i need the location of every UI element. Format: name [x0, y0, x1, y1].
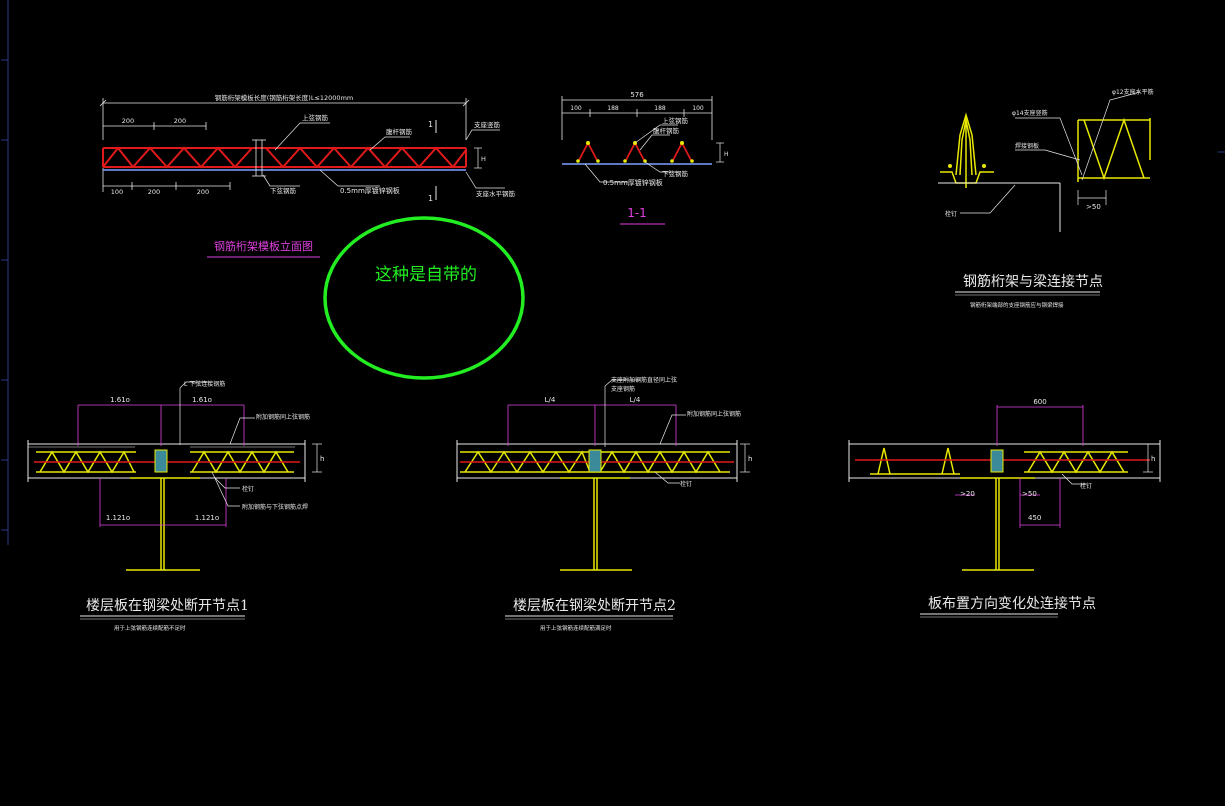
node3-detail: 600 >20 >50 450 栓钉 h 板布置方向变化处连接节点 — [848, 398, 1161, 618]
viewport-left-edge — [1, 0, 9, 545]
section-spacing-3: 188 — [654, 105, 666, 112]
node2-label-rebar: 附加钢筋同上弦钢筋 — [687, 410, 741, 418]
elevation-label-support-vertical: 支座竖筋 — [474, 120, 501, 129]
node2-dim-right: L/4 — [630, 396, 641, 404]
node1-dim-bottom-left: 1.121o — [106, 514, 130, 522]
node3-dim-top: 600 — [1033, 398, 1046, 406]
node1-label-rebar: 附加钢筋同上弦钢筋 — [256, 413, 310, 421]
section-label-lower-chord: 下弦钢筋 — [662, 169, 689, 178]
elevation-spacing-top-1: 200 — [122, 117, 134, 125]
section-spacing-4: 100 — [692, 105, 704, 112]
elevation-label-lower-chord: 下弦钢筋 — [270, 186, 297, 195]
section-title: 1-1 — [627, 206, 647, 220]
node2-note: 用于上弦钢筋连续配筋满足时 — [540, 624, 612, 632]
node1-label-weld: 附加钢筋与下弦钢筋点焊 — [242, 503, 308, 511]
section-spacing-2: 188 — [607, 105, 619, 112]
node2-height-mark: h — [748, 455, 752, 463]
node2-dim-left: L/4 — [545, 396, 556, 404]
node3-height-mark: h — [1151, 455, 1155, 463]
node2-detail: L/4 L/4 支座附加钢筋直径同上弦 支座钢筋 附加钢筋同上弦钢筋 栓钉 h … — [456, 376, 752, 632]
node1-detail: 1.61o 1.61o 1.121o 1.121o L 下弦连接钢筋 附加钢筋同… — [27, 380, 324, 632]
elevation-spacing-top-2: 200 — [174, 117, 186, 125]
truss-elevation: 钢筋桁架模板长度(钢筋桁架长度)L≤12000mm 200 200 100 20… — [99, 93, 516, 258]
beam-label-weld: 焊接钢板 — [1015, 142, 1039, 150]
elevation-label-deck: 0.5mm厚镀锌钢板 — [340, 186, 400, 195]
elevation-spacing-bottom-3: 200 — [197, 188, 209, 196]
elevation-height-mark: H — [481, 155, 486, 163]
node1-dim-left: 1.61o — [110, 396, 130, 404]
node1-note: 用于上弦钢筋连续配筋不足时 — [114, 624, 186, 632]
beam-dim: >50 — [1086, 203, 1101, 211]
node3-dim-bottom: 450 — [1028, 514, 1041, 522]
section-label-web: 腹杆钢筋 — [653, 126, 680, 135]
node1-dim-bottom-right: 1.121o — [195, 514, 219, 522]
node2-label-top: 支座附加钢筋直径同上弦 — [611, 376, 677, 384]
beam-connection-detail: φ12支座水平筋 φ14支座竖筋 焊接钢板 栓钉 >50 钢筋桁架与梁连接节点 … — [938, 88, 1154, 309]
node3-label-stud: 栓钉 — [1080, 482, 1092, 490]
elevation-label-web: 腹杆钢筋 — [386, 127, 413, 136]
annotation-text: 这种是自带的 — [375, 265, 477, 285]
node3-title: 板布置方向变化处连接节点 — [928, 595, 1096, 612]
elevation-title: 钢筋桁架模板立面图 — [214, 239, 313, 253]
section-1-1: 576 100 188 188 100 上弦钢筋 腹杆钢筋 下弦钢筋 0.5mm… — [561, 91, 729, 225]
node1-title: 楼层板在钢梁处断开节点1 — [86, 598, 249, 614]
node2-title: 楼层板在钢梁处断开节点2 — [513, 598, 676, 614]
node2-label-stud: 栓钉 — [680, 480, 692, 488]
elevation-spacing-bottom-1: 100 — [111, 188, 123, 196]
section-total-dim: 576 — [630, 91, 644, 99]
section-mark-top: 1 — [428, 120, 433, 129]
annotation-cloud: 这种是自带的 — [323, 216, 525, 380]
node3-dim-mid: >50 — [1022, 490, 1037, 498]
node1-dim-right: 1.61o — [192, 396, 212, 404]
node1-label-stud: 栓钉 — [242, 485, 254, 493]
node3-dim-left: >20 — [960, 490, 975, 498]
section-spacing-1: 100 — [570, 105, 582, 112]
node1-label-top: L 下弦连接钢筋 — [184, 380, 225, 388]
node2-label-top2: 支座钢筋 — [611, 385, 635, 393]
elevation-label-support-horizontal: 支座水平钢筋 — [476, 189, 516, 198]
beam-connection-note: 钢筋桁架端部的支座钢筋应与钢梁焊接 — [970, 301, 1064, 309]
beam-label-stud: 栓钉 — [945, 210, 957, 218]
section-label-deck: 0.5mm厚镀锌钢板 — [603, 178, 663, 187]
node1-height-mark: h — [320, 455, 324, 463]
beam-label-vertical: φ14支座竖筋 — [1012, 109, 1048, 117]
section-mark-bottom: 1 — [428, 194, 433, 203]
section-height-mark: H — [724, 151, 729, 158]
section-label-upper-chord: 上弦钢筋 — [662, 116, 689, 125]
elevation-spacing-bottom-2: 200 — [148, 188, 160, 196]
elevation-top-dim: 钢筋桁架模板长度(钢筋桁架长度)L≤12000mm — [215, 93, 353, 102]
elevation-label-upper-chord: 上弦钢筋 — [302, 113, 329, 122]
beam-connection-title: 钢筋桁架与梁连接节点 — [963, 273, 1103, 290]
beam-label-rebar: φ12支座水平筋 — [1112, 88, 1154, 96]
